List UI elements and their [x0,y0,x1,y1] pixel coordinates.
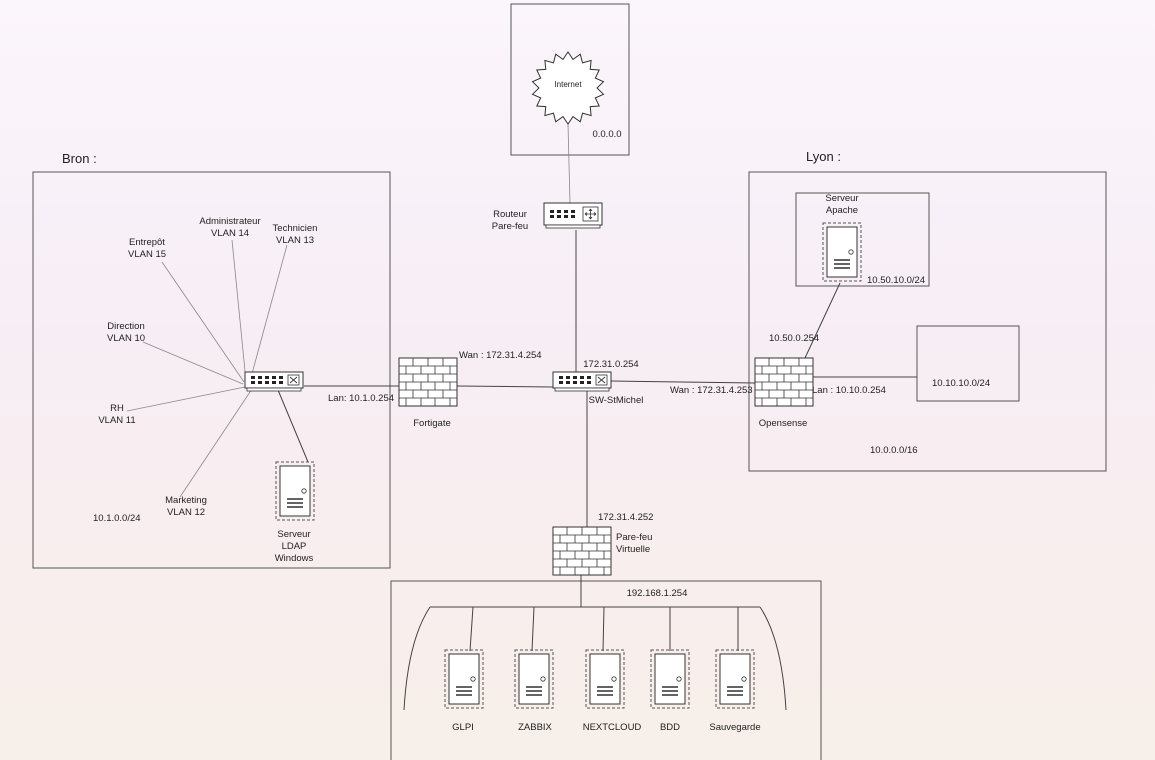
sauvegarde-server-icon [715,649,755,709]
glpi-server-icon [444,649,484,709]
opensense-wan: Wan : 172.31.4.253 [670,385,753,396]
lyon-zone [748,171,1107,472]
bron-zone [32,171,391,569]
router-label-1: Routeur [493,209,527,220]
vlan-name: Entrepôt [129,237,165,248]
ldap-server-icon [275,461,315,521]
apache-server-icon [822,222,862,282]
dmz-server-label: NEXTCLOUD [583,722,642,733]
virtual-fw-label-1: Pare-feu [616,532,652,543]
dmz-server-label: BDD [660,722,680,733]
fortigate-wan: Wan : 172.31.4.254 [459,350,542,361]
ldap-label-2: LDAP [282,541,307,552]
nextcloud-server-icon [585,649,625,709]
dmz-server-label: Sauvegarde [709,722,760,733]
lyon-network: 10.0.0.0/16 [870,445,918,456]
stmichel-name: SW-StMichel [589,395,644,406]
vlan-id: VLAN 13 [276,235,314,246]
vlan-id: VLAN 15 [128,249,166,260]
apache-label-1: Serveur [825,193,858,204]
fortigate-firewall-icon [398,357,458,407]
router-icon [543,202,603,229]
vlan-name: Technicien [273,223,318,234]
dmz-gateway: 192.168.1.254 [627,588,688,599]
stmichel-switch-icon [552,371,612,392]
bron-switch-icon [244,371,304,392]
internet-cloud-icon [531,51,605,125]
opensense-firewall-icon [754,357,814,407]
apache-network: 10.50.10.0/24 [867,275,925,286]
internet-ip: 0.0.0.0 [592,129,621,140]
ldap-label-3: Windows [275,553,314,564]
bdd-server-icon [650,649,690,709]
internet-label: Internet [554,80,582,89]
wire-internet-router [567,123,571,204]
dmz-zone [390,580,822,760]
opensense-apache-link: 10.50.0.254 [769,333,819,344]
ldap-label-1: Serveur [277,529,310,540]
wire-fortigate-switch [456,385,554,388]
vlan-name: RH [110,403,124,414]
wire-switch-ldap [277,389,309,463]
wire-opensense-apache [804,282,841,359]
internet-zone [510,3,630,156]
vlan-name: Direction [107,321,145,332]
lyon-title: Lyon : [806,149,841,164]
dmz-bus [403,606,787,711]
fortigate-name: Fortigate [413,418,451,429]
vlan-id: VLAN 11 [98,415,135,426]
wire-switch-opensense [610,380,756,384]
bron-network: 10.1.0.0/24 [93,513,141,524]
dmz-server-label: GLPI [452,722,474,733]
vlan-name: Marketing [165,495,207,506]
opensense-name: Opensense [759,418,808,429]
dmz-server-label: ZABBIX [518,722,552,733]
opensense-lan: Lan : 10.10.0.254 [812,385,886,396]
stmichel-ip: 172.31.0.254 [583,359,638,370]
apache-zone [795,192,930,287]
bron-title: Bron : [62,151,97,166]
lan-network: 10.10.10.0/24 [932,378,990,389]
vlan-id: VLAN 14 [211,228,249,239]
zabbix-server-icon [514,649,554,709]
lan-zone [916,325,1020,402]
vlan-name: Administrateur [199,216,260,227]
apache-label-2: Apache [826,205,858,216]
virtual-firewall-icon [552,526,612,576]
vlan-links [126,239,288,498]
virtual-fw-label-2: Virtuelle [616,544,650,555]
router-label-2: Pare-feu [492,221,528,232]
fortigate-lan: Lan: 10.1.0.254 [328,393,394,404]
vlan-id: VLAN 12 [167,507,205,518]
vlan-id: VLAN 10 [107,333,145,344]
virtual-fw-ip: 172.31.4.252 [598,512,653,523]
